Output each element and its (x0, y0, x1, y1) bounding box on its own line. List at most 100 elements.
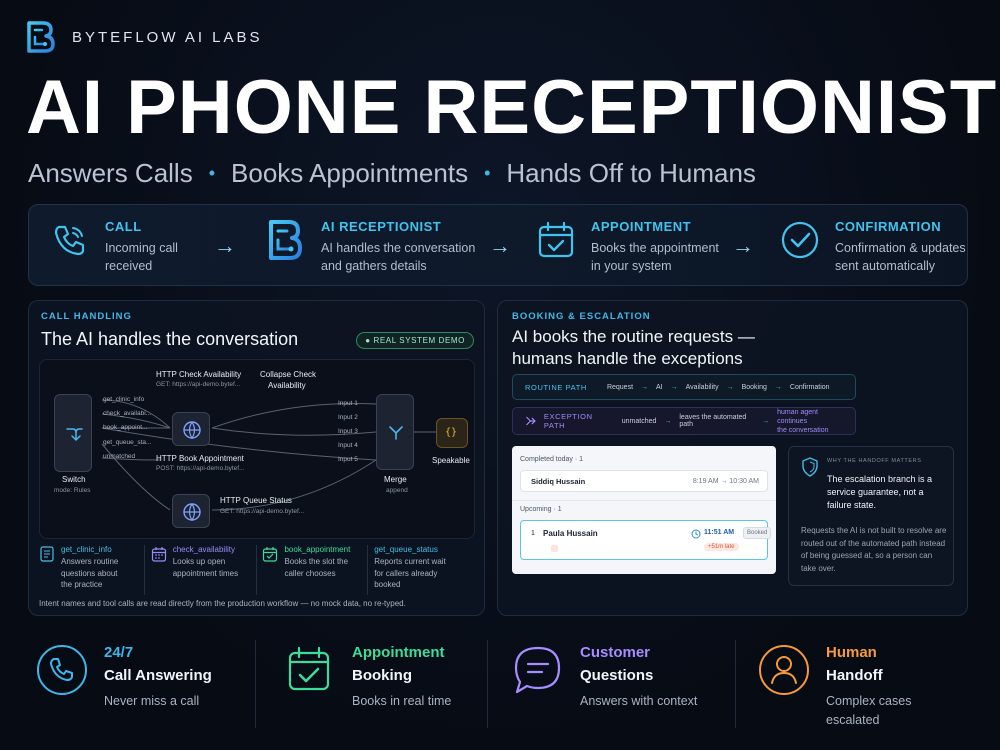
feature-human-handoff: Human Handoff Complex cases escalated (758, 644, 911, 730)
collapse-node-title: Collapse Check (260, 370, 317, 379)
divider (487, 640, 488, 728)
feature-line2: Handoff (826, 667, 883, 684)
calendar-check-icon (263, 547, 278, 562)
flow-step-label: CONFIRMATION (835, 219, 942, 234)
flow-arrow: → (489, 233, 511, 258)
routine-path: ROUTINE PATH Request → AI → Availability… (512, 374, 856, 400)
feature-line1: Appointment (352, 644, 445, 661)
intent-list: get_clinic_info Answers routine question… (39, 545, 479, 595)
flow-step-desc-line: Confirmation & updates (835, 241, 966, 255)
completed-row[interactable]: Siddiq Hussain 8:19 AM → 10:30 AM (520, 470, 768, 492)
flow-arrow: → (214, 233, 236, 258)
calendar-check-icon (538, 221, 574, 258)
booking-dashboard-card: Completed today · 1 Siddiq Hussain 8:19 … (512, 446, 776, 574)
panel-title-line: AI books the routine requests — (512, 327, 755, 346)
byteflow-b-logo (27, 21, 55, 53)
call-handling-panel: CALL HANDLING The AI handles the convers… (28, 300, 485, 616)
routine-step: Availability (685, 383, 719, 391)
clock-icon (691, 529, 701, 539)
flow-step-desc-line: sent automatically (835, 259, 936, 273)
intent-name: get_clinic_info (61, 545, 112, 554)
flow-step-desc-line: and gathers details (321, 259, 427, 273)
book-node-sub: POST: https://api-demo.bytef... (156, 465, 245, 472)
page-title: AI PHONE RECEPTIONIST (26, 65, 998, 150)
path-arrow: → (670, 383, 678, 391)
brand-name: BYTEFLOW AI LABS (72, 28, 263, 46)
path-arrow: → (641, 383, 649, 391)
exception-human: human agent continues the conversation (777, 408, 843, 435)
flow-arrow: → (732, 233, 754, 258)
flow-step-desc-line: received (105, 259, 153, 273)
check-circle-icon (781, 221, 819, 259)
upcoming-row[interactable]: 1 Paula Hussain 11:51 AM Booked +51m lat… (520, 520, 772, 560)
merge-icon (389, 426, 403, 440)
panel-title-line: humans handle the exceptions (512, 349, 743, 368)
exception-step: leaves the automated path (679, 414, 747, 428)
intent-name: book_appointment (284, 545, 351, 554)
exception-human-line: the conversation (777, 426, 829, 434)
feature-call-answering: 24/7 Call Answering Never miss a call (36, 644, 212, 711)
flow-step-label: CALL (105, 219, 142, 234)
switch-output: unmatched (103, 453, 136, 460)
divider (143, 545, 145, 595)
person-icon (759, 645, 809, 695)
upcoming-time: 11:51 AM (704, 529, 735, 536)
book-node-title: HTTP Book Appointment (156, 454, 244, 463)
switch-icon (66, 428, 83, 442)
check-availability-node[interactable] (172, 412, 210, 446)
handoff-tag: WHY THE HANDOFF MATTERS (827, 458, 922, 464)
process-flow: CALL Incoming call received → AI RECEPTI… (28, 204, 968, 286)
queue-node-sub: GET: https://api-demo.bytef... (220, 508, 305, 515)
flow-step-label: AI RECEPTIONIST (321, 219, 442, 234)
flow-step-desc: AI handles the conversation and gathers … (321, 239, 475, 275)
chat-bubble-icon (514, 646, 561, 694)
intent-desc: the practice (61, 580, 103, 589)
intent-desc: Books the slot the (284, 557, 349, 566)
merge-input: Input 1 (338, 400, 358, 407)
upcoming-label: Upcoming · 1 (520, 506, 562, 513)
brand: BYTEFLOW AI LABS (24, 20, 263, 54)
shield-icon (802, 457, 818, 477)
flow-step-call: CALL Incoming call received (49, 219, 178, 275)
divider (255, 640, 256, 728)
merge-input: Input 5 (338, 456, 358, 463)
switch-output: get_clinic_info (103, 396, 145, 403)
exception-path: EXCEPTION PATH unmatched → leaves the au… (512, 407, 856, 435)
flow-step-desc-line: AI handles the conversation (321, 241, 476, 255)
routine-step: Booking (741, 383, 767, 391)
exception-step: unmatched (621, 417, 657, 425)
handoff-note-card: WHY THE HANDOFF MATTERS The escalation b… (788, 446, 954, 586)
intent-book-appointment: book_appointment Books the slot the call… (262, 545, 367, 595)
phone-icon (54, 225, 85, 256)
merge-input: Input 3 (338, 428, 358, 435)
feature-line3: Answers with context (580, 694, 698, 708)
flow-step-desc: Confirmation & updates sent automaticall… (835, 239, 966, 275)
status-badge: Booked (743, 527, 772, 539)
upcoming-name: Paula Hussain (543, 529, 598, 538)
flow-step-label: APPOINTMENT (591, 219, 692, 234)
switch-node[interactable] (54, 394, 92, 472)
calendar-check-icon (288, 646, 330, 691)
feature-line2: Questions (580, 667, 654, 684)
document-icon (40, 546, 54, 562)
path-arrow: → (726, 383, 734, 391)
feature-line1: Human (826, 644, 877, 661)
completed-time: 8:19 AM → 10:30 AM (692, 478, 759, 485)
collapse-node-title-line2: Availability (268, 381, 306, 390)
intent-get-queue-status: get_queue_status Reports current wait fo… (374, 545, 479, 595)
queue-status-node[interactable] (172, 494, 210, 528)
merge-input: Input 2 (338, 414, 358, 421)
feature-line3: escalated (826, 713, 880, 727)
feature-line3: Complex cases (826, 694, 912, 708)
merge-node[interactable] (376, 394, 414, 470)
intent-desc: questions about (61, 568, 118, 578)
phone-icon (37, 645, 87, 695)
panel-tag: BOOKING & ESCALATION (512, 311, 651, 322)
intent-desc: Reports current wait (374, 557, 446, 566)
speakable-node[interactable]: {} (436, 418, 468, 448)
divider (367, 545, 369, 595)
intent-get-clinic-info: get_clinic_info Answers routine question… (39, 545, 144, 595)
late-badge: +51m late (704, 543, 739, 551)
routine-step: Request (606, 383, 634, 391)
subtitle-separator: • (484, 163, 491, 183)
